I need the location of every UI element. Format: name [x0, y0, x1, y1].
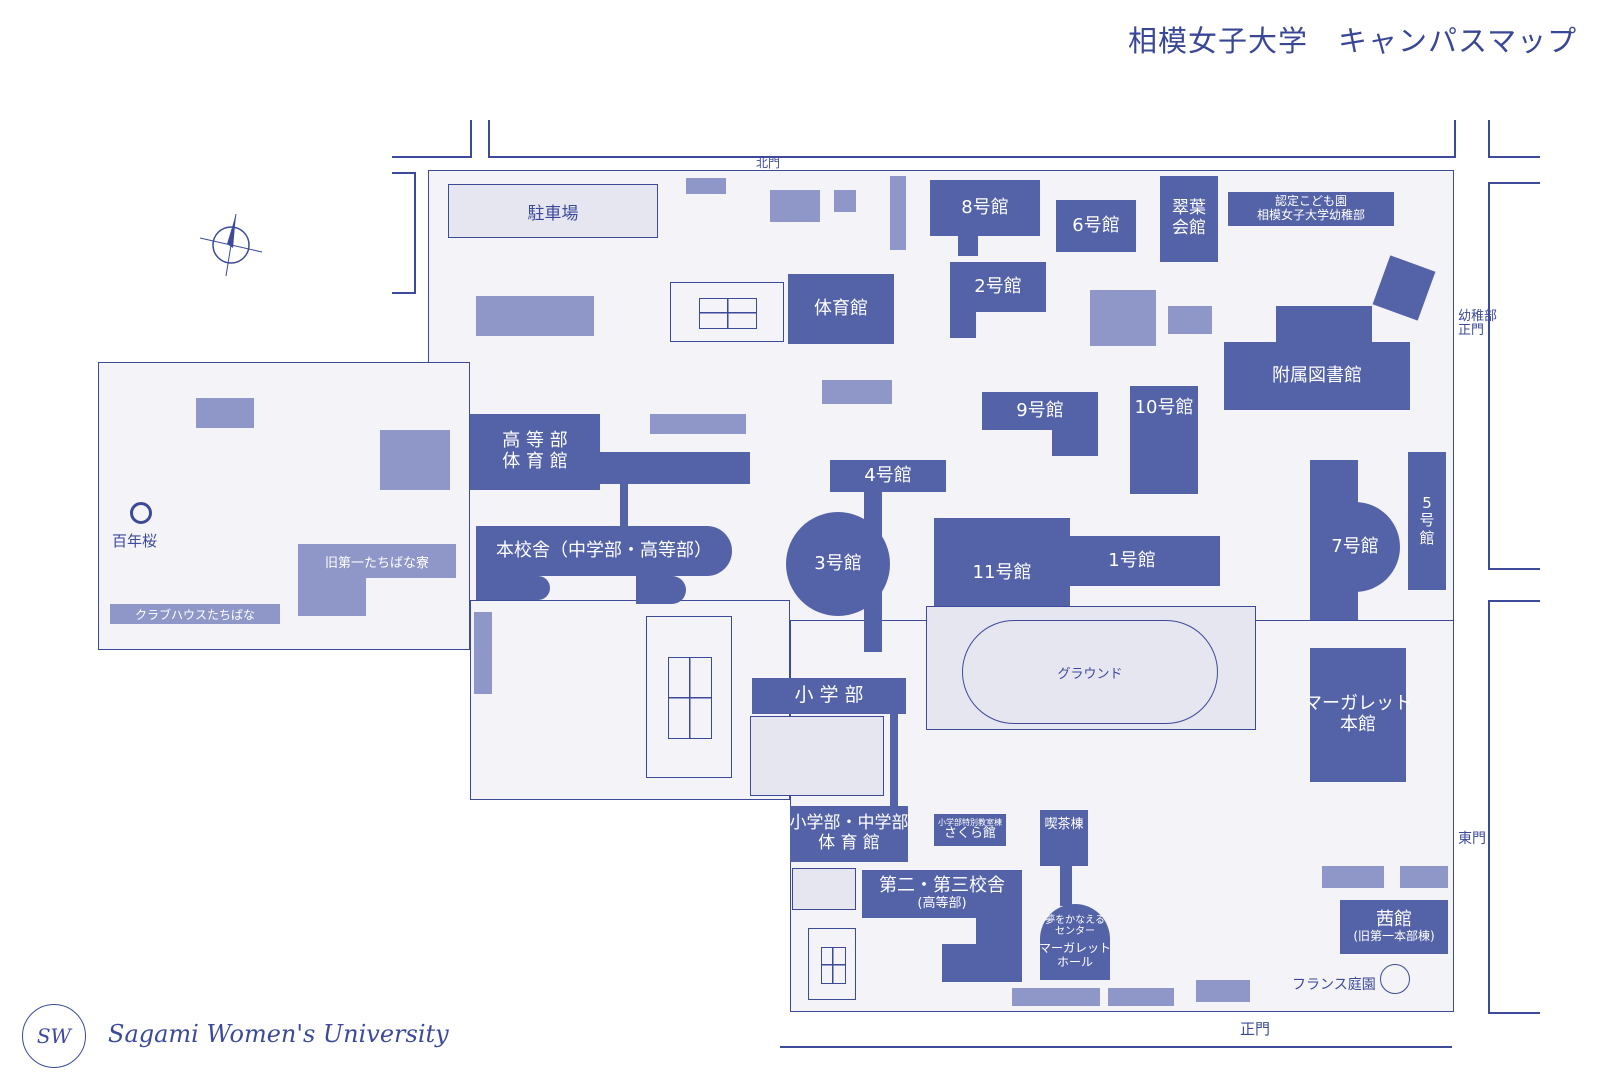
building-2[interactable]: 2号館 [950, 262, 1046, 312]
athletic-track: グラウンド [962, 620, 1218, 724]
walkway [890, 714, 898, 824]
road [1488, 600, 1540, 1014]
campus-center [470, 600, 790, 800]
minor-building [822, 380, 892, 404]
sakura-label: さくら館 [943, 826, 996, 842]
minor-building [476, 296, 594, 336]
ground-label: グラウンド [1057, 666, 1123, 682]
road [1488, 182, 1540, 570]
building-9[interactable]: 9号館 [982, 392, 1098, 430]
main-gate-label: 正門 [1240, 1020, 1271, 1038]
second-third-sub-label: (高等部) [917, 895, 967, 911]
akane-label: 茜館 [1376, 908, 1412, 930]
building-4[interactable]: 4号館 [830, 460, 946, 492]
building-library[interactable]: 附属図書館 [1224, 342, 1410, 410]
minor-building [1196, 980, 1250, 1002]
building-connector [958, 236, 978, 256]
old-dorm: 旧第一たちばな寮 [298, 544, 456, 578]
building-suiyo-hall[interactable]: 翠葉 会館 [1160, 176, 1218, 262]
second-third-label: 第二・第三校舎 [879, 875, 1005, 897]
margaret-hall-label: マーガレット ホール [1039, 940, 1112, 969]
minor-building [770, 190, 820, 222]
minor-building [380, 430, 450, 490]
akane-sub-label: (旧第一本部棟) [1353, 929, 1435, 944]
road [392, 120, 472, 158]
minor-building [890, 176, 906, 250]
second-third-wing [942, 944, 1022, 982]
sakura-sub-label: 小学部特別教室棟 [938, 817, 1002, 827]
building-5[interactable]: 5 号 館 [1408, 452, 1446, 590]
building-hs-gymnasium[interactable]: 高 等 部 体 育 館 [470, 414, 600, 490]
clubhouse-tachibana: クラブハウスたちばな [110, 604, 280, 624]
yume-label: 夢をかなえる センター [1045, 914, 1105, 938]
road [1488, 120, 1540, 158]
kindergarten-gate-label: 幼稚部 正門 [1458, 309, 1498, 339]
minor-building [474, 612, 492, 694]
library-upper [1276, 306, 1372, 342]
building-yume-center[interactable]: 夢をかなえる センター マーガレット ホール [1039, 904, 1112, 980]
tennis-courts [646, 616, 732, 778]
north-gate-label: 北門 [756, 156, 781, 170]
east-gate-label: 東門 [1458, 831, 1486, 847]
minor-building [834, 190, 856, 212]
building-1[interactable]: 1号館 [1044, 536, 1220, 586]
road [780, 1046, 1452, 1086]
minor-building [1400, 866, 1448, 888]
minor-building [1012, 988, 1100, 1006]
building-gymnasium[interactable]: 体育館 [788, 274, 894, 344]
building-9-wing [1052, 430, 1098, 456]
building-2-wing [950, 300, 976, 338]
building-3[interactable]: 3号館 [786, 512, 890, 616]
building-akane[interactable]: 茜館 (旧第一本部棟) [1340, 900, 1448, 954]
cherry-tree-icon [130, 502, 152, 524]
minor-building [686, 178, 726, 194]
building-sakura-hall[interactable]: 小学部特別教室棟 さくら館 [934, 814, 1006, 846]
building-elementary[interactable]: 小 学 部 [752, 678, 906, 714]
minor-building [1090, 290, 1156, 346]
courtyard [750, 716, 884, 796]
cherry-tree-label: 百年桜 [112, 532, 158, 550]
campus-west [98, 362, 470, 650]
old-dorm-annex [298, 578, 366, 616]
minor-building [650, 414, 746, 434]
building-kodomoen[interactable]: 認定こども園 相模女子大学幼稚部 [1228, 192, 1394, 226]
building-8[interactable]: 8号館 [930, 180, 1040, 236]
annex [792, 868, 856, 910]
tennis-courts [670, 282, 784, 342]
compass-icon [199, 213, 263, 277]
university-logo: SW [22, 1004, 86, 1068]
building-elementary-gym[interactable]: 小学部・中学部 体 育 館 [790, 806, 909, 862]
parking-lot: 駐車場 [448, 184, 658, 238]
walkway [1060, 866, 1072, 906]
tennis-court [808, 928, 856, 1000]
road [488, 120, 1456, 158]
minor-building [1108, 988, 1174, 1006]
minor-building [1168, 306, 1212, 334]
french-garden-label: フランス庭園 [1292, 977, 1376, 993]
building-kissa[interactable]: 喫茶棟 [1040, 810, 1088, 866]
main-school-wing [476, 576, 550, 600]
garden-circle-icon [1380, 964, 1410, 994]
building-main-school[interactable]: 本校舎（中学部・高等部） [476, 526, 732, 576]
minor-building [196, 398, 254, 428]
university-logo-text: Sagami Women's University [108, 1020, 449, 1048]
building-6[interactable]: 6号館 [1056, 200, 1136, 252]
walkway [620, 484, 628, 530]
main-school-wing [636, 576, 686, 604]
building-7[interactable]: 7号館 [1310, 502, 1400, 592]
hs-gym-annex [600, 452, 750, 484]
map-title: 相模女子大学 キャンパスマップ [1128, 24, 1578, 58]
minor-building [1322, 866, 1384, 888]
building-second-third[interactable]: 第二・第三校舎 (高等部) [862, 870, 1022, 918]
building-margaret-main[interactable]: マーガレット 本館 [1304, 648, 1412, 782]
building-10[interactable]: 10号館 [1130, 386, 1198, 494]
road [392, 172, 416, 294]
